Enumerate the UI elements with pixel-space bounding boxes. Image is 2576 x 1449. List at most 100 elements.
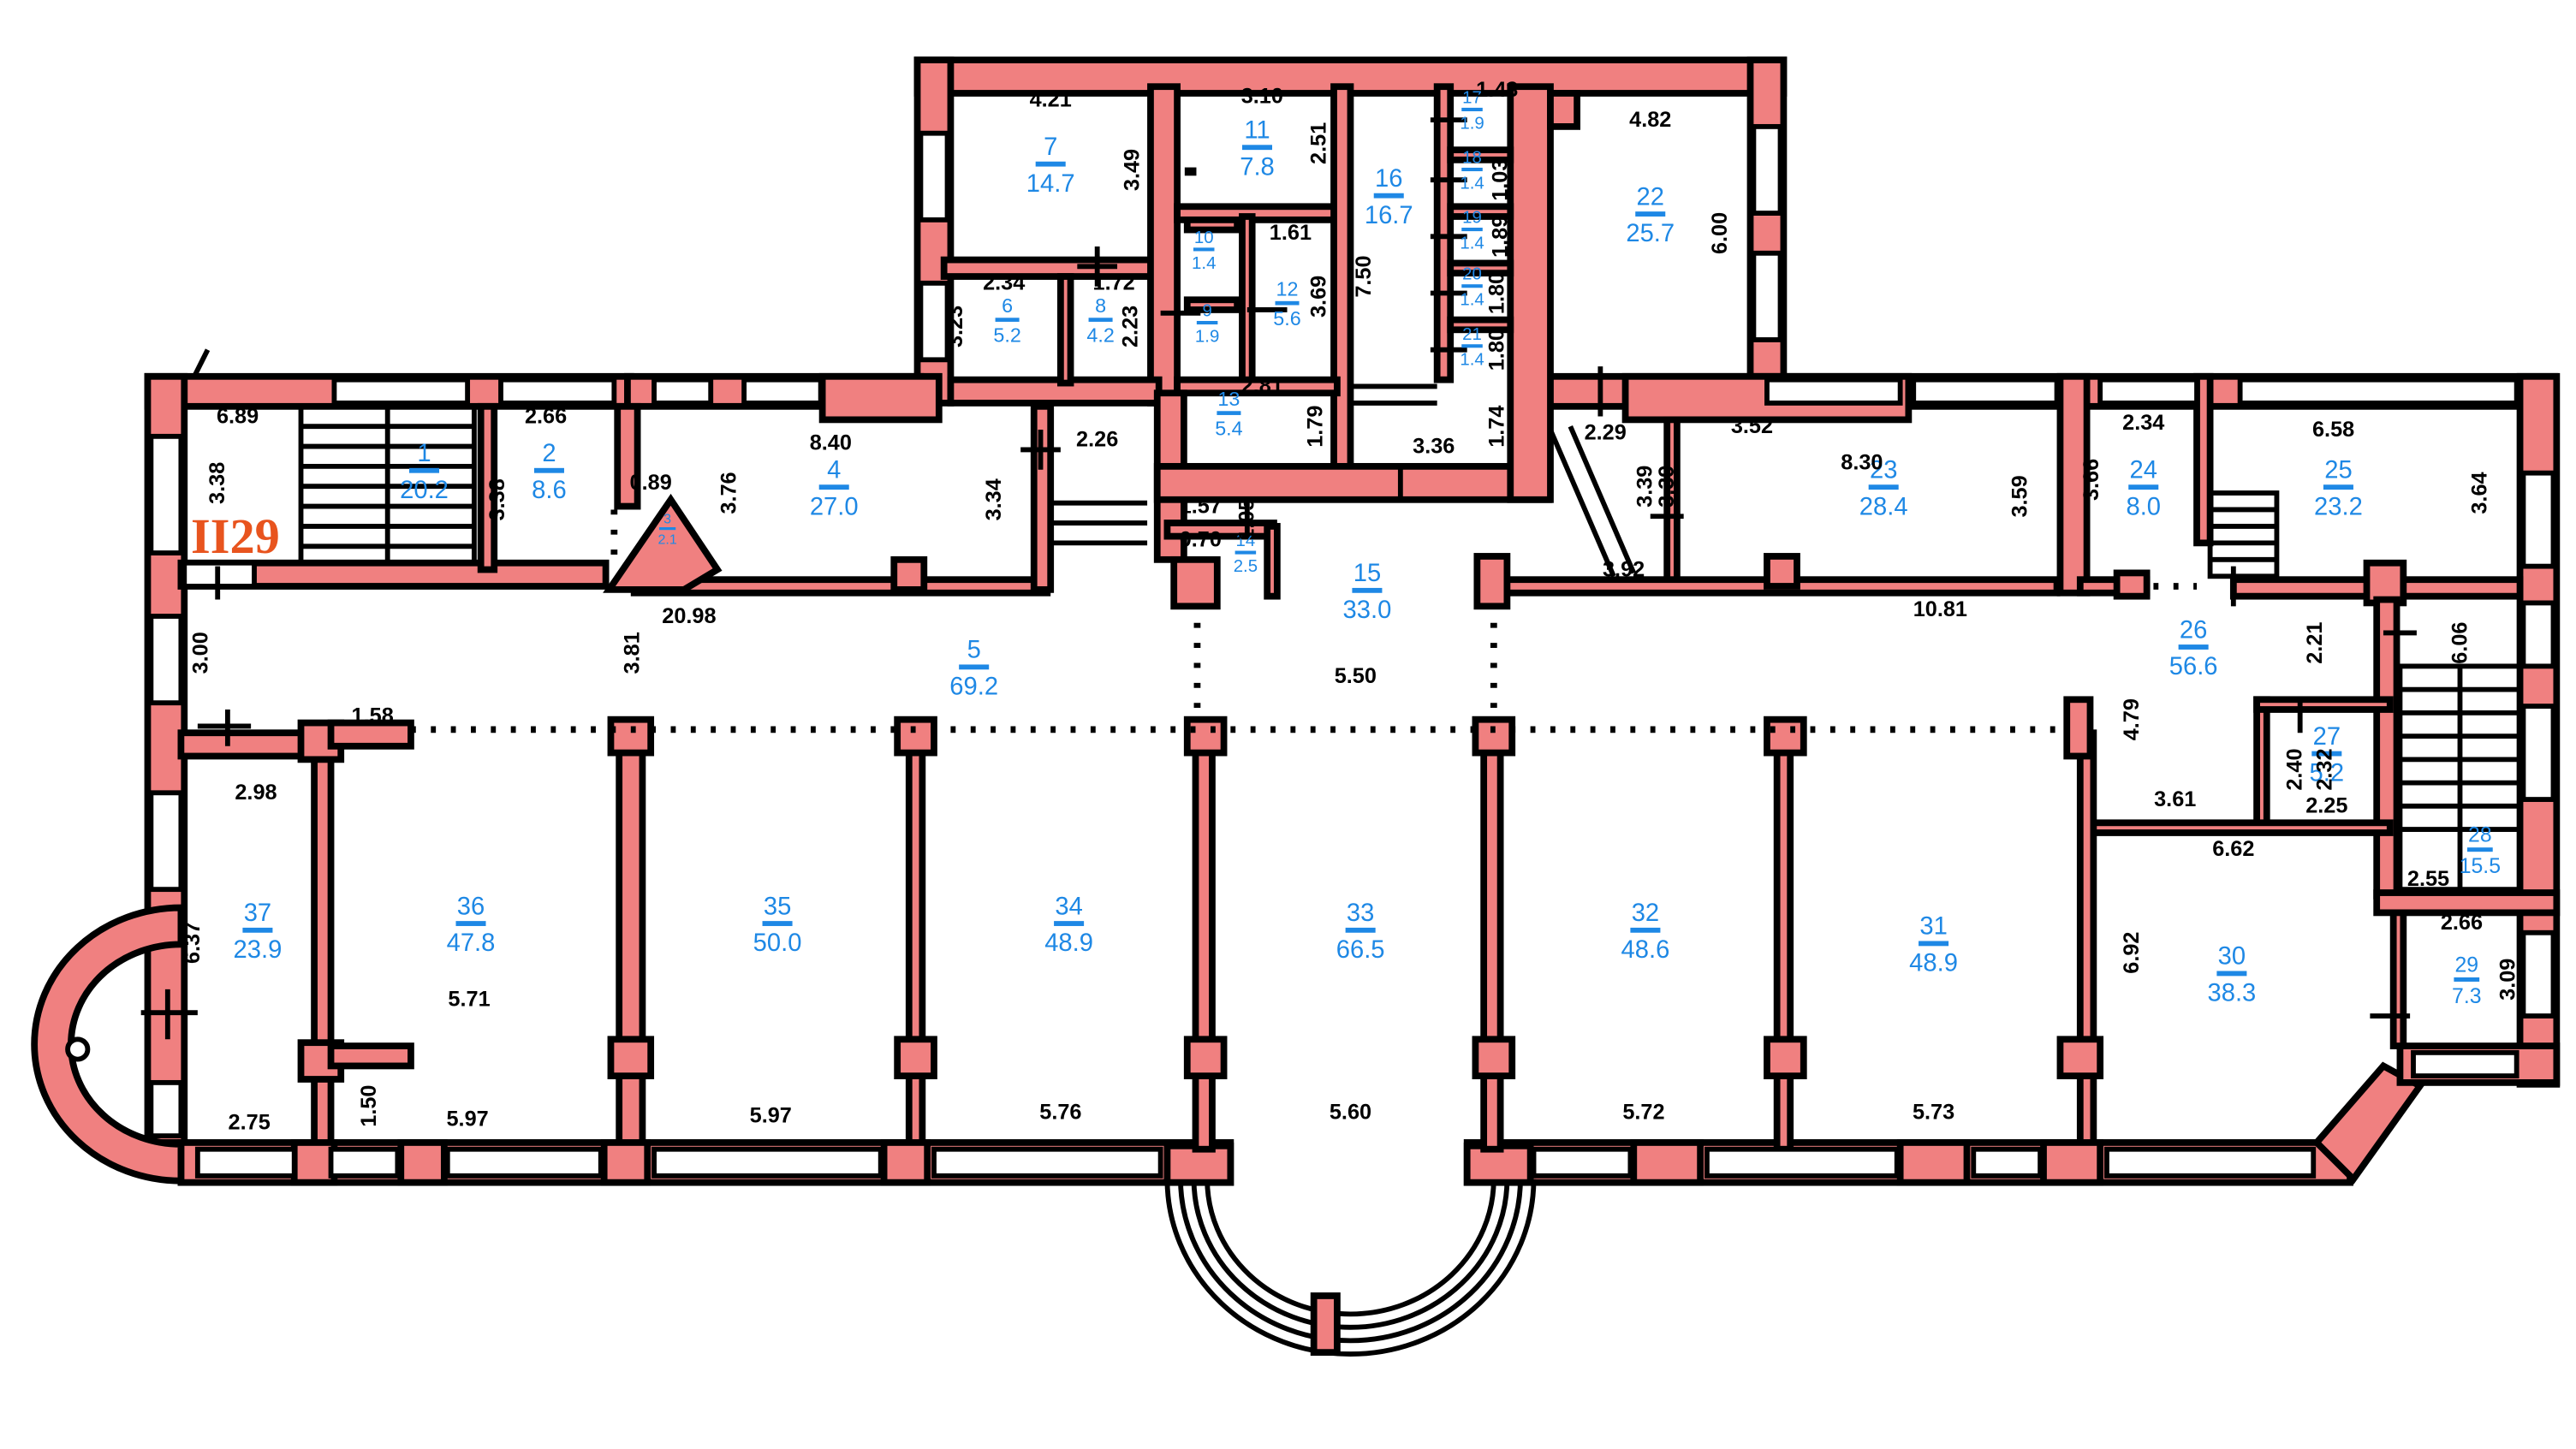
room-divider	[1461, 344, 1483, 348]
room-17: 171.9	[1460, 88, 1484, 133]
room-divider	[1373, 193, 1404, 199]
room-area: 14.7	[1026, 170, 1075, 198]
room-19: 191.4	[1460, 209, 1484, 253]
dimension-label: 3.81	[621, 632, 645, 674]
dimension-label: 3.61	[2154, 787, 2196, 811]
stairs	[298, 383, 2523, 893]
dimension-label: 2.75	[229, 1110, 271, 1134]
room-area: 15.5	[2460, 855, 2501, 878]
dimension-label: 2.98	[235, 781, 277, 805]
room-area: 5.6	[1273, 307, 1300, 330]
room-area: 16.7	[1365, 202, 1413, 229]
room-divider	[1275, 300, 1300, 306]
room-area: 48.6	[1621, 936, 1670, 964]
boundaries	[140, 117, 2417, 1040]
room-divider	[1345, 927, 1376, 933]
room-area: 5.2	[993, 324, 1020, 346]
room-number: 18	[1462, 149, 1482, 168]
dimension-label: 2.81	[1241, 374, 1283, 398]
room-number: 30	[2218, 943, 2246, 971]
room-divider	[1193, 247, 1215, 252]
room-27: 275.2	[2310, 723, 2345, 787]
room-area: 38.3	[2208, 980, 2257, 1007]
room-divider	[2178, 644, 2209, 650]
room-divider	[1635, 211, 1666, 217]
room-divider	[1461, 284, 1483, 288]
dimension-label: 3.76	[717, 472, 741, 514]
room-divider	[995, 318, 1020, 322]
interior-walls	[177, 83, 2561, 1186]
room-divider	[762, 921, 793, 926]
room-divider	[533, 467, 564, 473]
dimension-label: 3.09	[2496, 959, 2520, 1001]
room-area: 48.9	[1909, 950, 1958, 977]
dimension-label: 3.34	[982, 478, 1006, 520]
dimension-label: 1.61	[1270, 221, 1312, 245]
plan-tag: II29	[191, 508, 280, 564]
room-divider	[959, 664, 990, 670]
dimension-label: 3.69	[1306, 276, 1330, 318]
room-area: 8.6	[532, 477, 567, 504]
dimension-label: 4.79	[2120, 698, 2144, 740]
dimension-label: 2.51	[1306, 122, 1330, 164]
room-area: 1.9	[1460, 114, 1484, 133]
room-area: 8.0	[2126, 493, 2161, 520]
dimension-label: 3.66	[2079, 459, 2103, 501]
room-labels: 120.228.632.1427.0569.265.2714.784.291.9…	[234, 88, 2501, 1007]
dimension-label: 1.05	[1235, 499, 1259, 541]
room-divider	[2454, 977, 2480, 982]
dimension-label: 3.52	[1731, 414, 1773, 438]
dimension-label: 2.34	[2122, 411, 2164, 435]
room-7: 714.7	[1026, 134, 1075, 198]
room-area: 66.5	[1336, 936, 1385, 964]
room-number: 37	[244, 900, 271, 927]
room-divider	[1630, 927, 1661, 933]
dimension-label: 2.26	[1076, 428, 1118, 452]
dimension-label: 1.89	[1488, 216, 1512, 258]
dimension-label: 6.06	[2448, 622, 2472, 664]
room-divider	[1919, 941, 1949, 947]
dimension-label: 0.89	[630, 471, 672, 495]
room-number: 27	[2313, 723, 2341, 751]
room-area: 2.5	[1234, 557, 1258, 576]
room-area: 7.8	[1240, 153, 1275, 181]
room-area: 1.4	[1460, 291, 1484, 310]
dimension-label: 3.92	[1603, 557, 1645, 581]
room-20: 201.4	[1460, 265, 1484, 310]
room-divider	[2128, 484, 2159, 490]
dimension-label: 1.57	[1180, 494, 1222, 518]
room-area: 33.0	[1343, 597, 1392, 624]
room-number: 4	[827, 456, 841, 484]
room-number: 14	[1236, 531, 1256, 550]
room-2: 28.6	[532, 440, 567, 504]
room-divider	[1217, 411, 1241, 415]
dimension-label: 3.39	[1633, 466, 1657, 508]
room-number: 36	[457, 893, 485, 920]
room-number: 9	[1202, 302, 1211, 321]
room-number: 12	[1276, 278, 1299, 300]
dimension-label: 5.73	[1913, 1101, 1954, 1125]
room-divider	[1088, 318, 1113, 322]
dimension-label: 2.23	[1118, 306, 1142, 347]
windows	[148, 123, 2556, 1179]
room-area: 20.2	[400, 477, 449, 504]
dimension-label: 1.74	[1485, 406, 1509, 448]
room-area: 69.2	[949, 673, 998, 700]
south-porch	[1163, 1142, 1537, 1357]
room-divider	[242, 927, 273, 933]
dimension-label: 2.66	[2441, 911, 2483, 935]
dimension-label: 1.50	[357, 1085, 381, 1127]
room-number: 17	[1462, 88, 1482, 107]
room-number: 1	[417, 440, 431, 467]
room-divider	[1234, 550, 1257, 555]
dimension-label: 5.97	[446, 1107, 488, 1131]
room-number: 20	[1462, 265, 1482, 284]
room-area: 1.4	[1460, 235, 1484, 253]
dimension-label: 6.58	[2312, 418, 2354, 442]
room-area: 1.4	[1460, 351, 1484, 370]
